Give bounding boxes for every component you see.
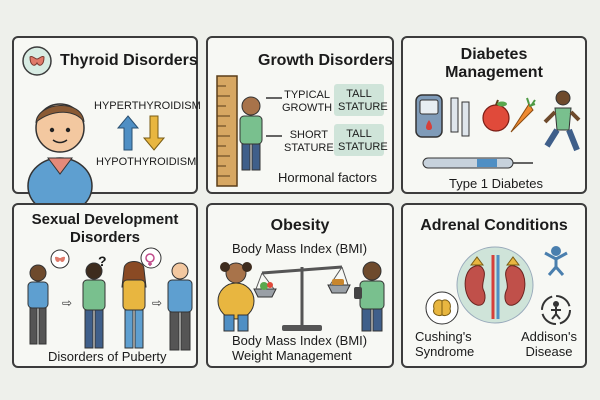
growth-caption: Hormonal factors (278, 170, 377, 185)
card-title: Growth Disorders (258, 52, 394, 69)
diabetes-caption: Type 1 Diabetes (449, 176, 543, 191)
weight-management-label: Weight Management (232, 348, 352, 363)
thyroid-icon (22, 46, 52, 76)
card-title: Obesity (270, 217, 330, 234)
kidney-adrenal-icon (456, 246, 534, 324)
question-mark: ? (98, 253, 107, 269)
apple-icon (482, 99, 510, 132)
running-child-icon (543, 90, 581, 152)
glucose-meter-icon (415, 94, 443, 138)
obesity-card: Obesity Body Mass Index (BMI) Body Mass … (206, 203, 394, 368)
gender-symbol-icon (140, 247, 162, 269)
recycle-person-icon (541, 295, 571, 325)
child-figure-3 (121, 261, 147, 349)
hyperthyroidism-label: HYPERTHYROIDISM (94, 100, 201, 112)
tall-stature-tag-2 (334, 124, 384, 156)
child-figure-icon (239, 96, 263, 171)
child-figure-right (354, 261, 385, 332)
bmi-label-top: Body Mass Index (BMI) (232, 241, 368, 256)
insulin-pen-icon (422, 157, 533, 169)
ruler-icon (216, 75, 238, 187)
svg-text:⇨: ⇨ (62, 296, 72, 310)
test-strip-icon (450, 97, 470, 137)
carrot-icon (510, 97, 536, 133)
balance-scale-icon (253, 265, 351, 331)
child-figure-2 (82, 262, 106, 349)
down-arrow-icon (142, 115, 166, 151)
bmi-label-bottom: Body Mass Index (BMI) (232, 333, 368, 348)
child-face-icon (27, 103, 93, 215)
brain-icon (425, 291, 459, 325)
thyroid-bubble-icon (50, 249, 70, 269)
card-title: Thyroid Disorders (60, 52, 198, 69)
up-arrow-icon (116, 115, 140, 151)
child-figure-left (217, 262, 255, 332)
child-figure-1 (27, 264, 49, 345)
ruler-marker-lines (266, 97, 282, 137)
hypothyroidism-label: HYPOTHYROIDISM (96, 156, 197, 168)
puberty-caption: Disorders of Puberty (48, 349, 167, 364)
puberty-figures: ⇨ ⇨ (27, 261, 193, 351)
card-title: Adrenal Conditions (420, 217, 568, 234)
stress-person-icon (544, 246, 568, 276)
tall-stature-tag-1 (334, 84, 384, 116)
adult-figure (167, 262, 193, 351)
svg-text:⇨: ⇨ (152, 296, 162, 310)
thyroid-disorders-card: Thyroid Disorders HYPERTHYROIDISM HYPOTH… (12, 36, 201, 215)
